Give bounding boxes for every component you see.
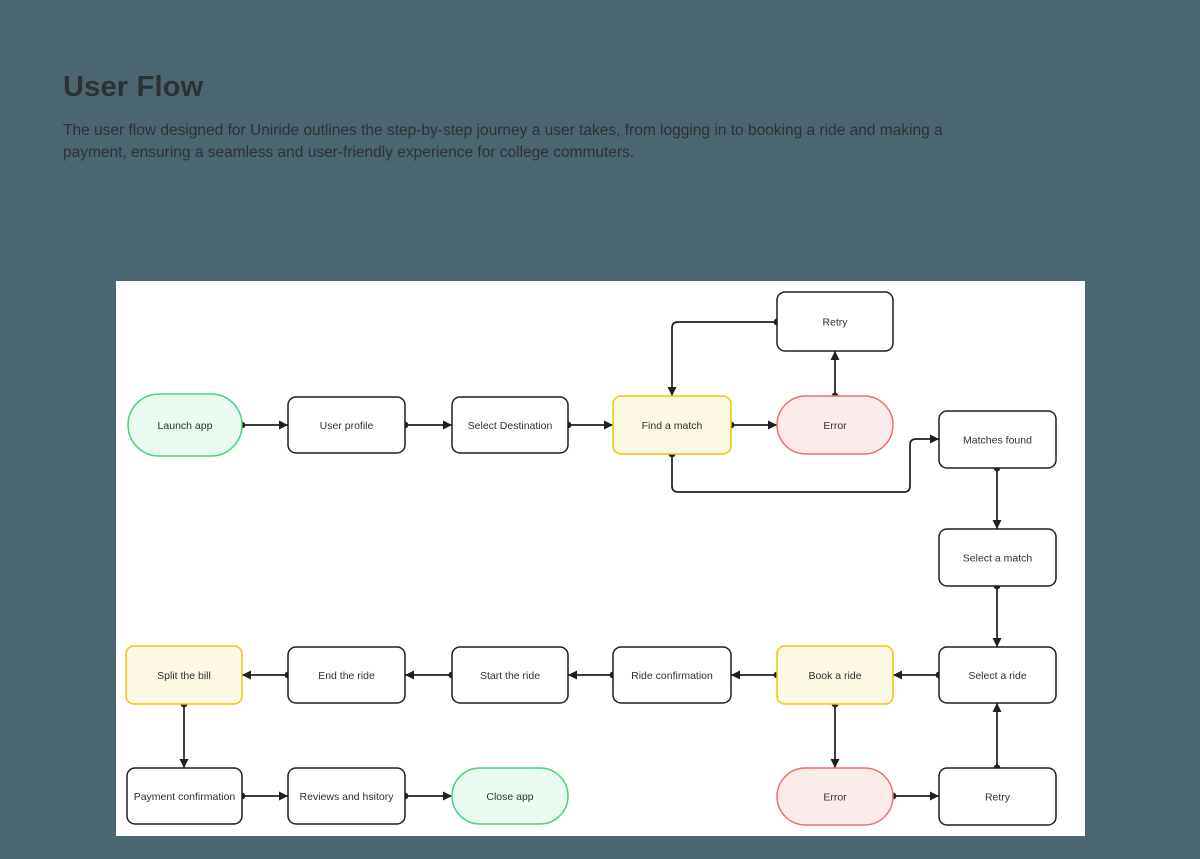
node-label: Book a ride: [808, 670, 861, 682]
node-label: Retry: [822, 316, 848, 328]
node-select-destination: Select Destination: [451, 396, 569, 454]
node-book-a-ride: Book a ride: [776, 645, 894, 705]
node-label: End the ride: [318, 670, 375, 682]
node-label: Launch app: [158, 420, 213, 432]
node-label: Select a match: [963, 552, 1033, 564]
node-error-bottom: Error: [776, 767, 894, 826]
node-retry-top: Retry: [776, 291, 894, 352]
node-label: Ride confirmation: [631, 670, 713, 682]
edge-retry-top-to-find-a-match: [667, 318, 781, 396]
node-close-app: Close app: [451, 767, 569, 825]
node-label: Matches found: [963, 434, 1032, 446]
node-split-the-bill: Split the bill: [125, 645, 243, 705]
node-label: Select Destination: [468, 420, 553, 432]
node-label: Start the ride: [480, 670, 540, 682]
edge-find-a-match-to-matches-found: [668, 434, 939, 493]
node-matches-found: Matches found: [938, 410, 1057, 469]
node-reviews-and-history: Reviews and hsitory: [287, 767, 406, 825]
node-label: Retry: [985, 791, 1011, 803]
node-label: User profile: [320, 420, 374, 432]
node-error-top: Error: [776, 395, 894, 455]
header: User Flow The user flow designed for Uni…: [63, 71, 978, 164]
node-label: Select a ride: [968, 670, 1027, 682]
node-end-the-ride: End the ride: [287, 646, 406, 704]
node-label: Error: [823, 791, 847, 803]
node-payment-confirmation: Payment confirmation: [126, 767, 243, 825]
node-select-a-match: Select a match: [938, 528, 1057, 587]
node-label: Error: [823, 420, 847, 432]
node-label: Split the bill: [157, 670, 211, 682]
node-label: Payment confirmation: [134, 791, 236, 803]
node-find-a-match: Find a match: [612, 395, 732, 455]
node-user-profile: User profile: [287, 396, 406, 454]
node-select-a-ride: Select a ride: [938, 646, 1057, 704]
node-label: Close app: [486, 791, 533, 803]
node-retry-bottom: Retry: [938, 767, 1057, 826]
page-description: The user flow designed for Uniride outli…: [63, 121, 943, 161]
node-ride-confirmation: Ride confirmation: [612, 646, 732, 704]
node-label: Find a match: [642, 420, 703, 432]
node-start-the-ride: Start the ride: [451, 646, 569, 704]
node-launch-app: Launch app: [127, 393, 243, 457]
node-label: Reviews and hsitory: [300, 791, 395, 803]
page-title: User Flow: [63, 71, 204, 103]
